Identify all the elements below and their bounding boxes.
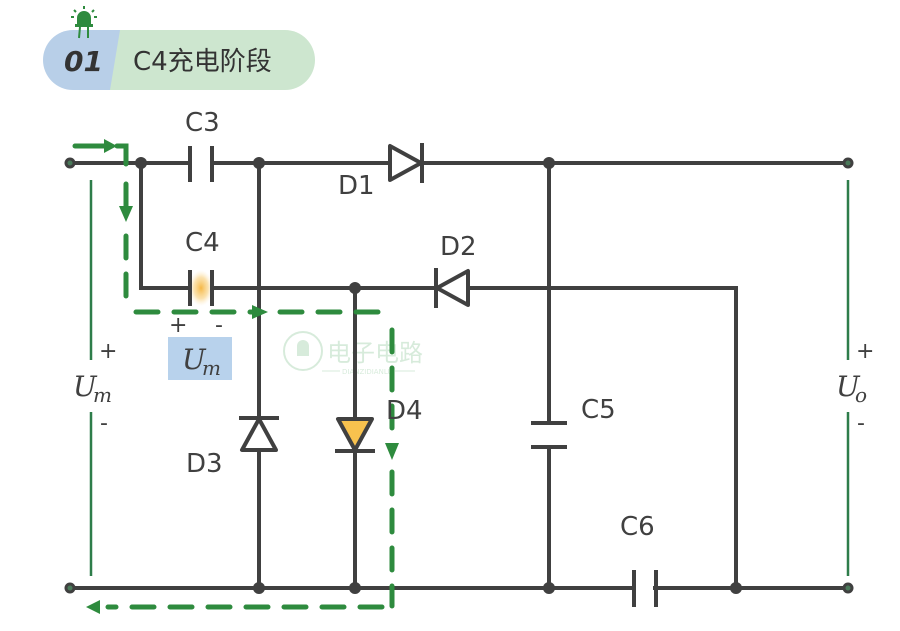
watermark: 电子电路 DIANZIDIANLU bbox=[283, 331, 423, 376]
label-d3: D3 bbox=[186, 449, 223, 479]
badge-background bbox=[58, 30, 315, 90]
arrow-right-icon bbox=[252, 305, 268, 319]
step-badge: 01 C4充电阶段 bbox=[43, 6, 315, 90]
voltage-symbol: U bbox=[73, 370, 98, 403]
watermark-logo-icon bbox=[283, 331, 323, 371]
voltage-subscript: m bbox=[93, 383, 112, 407]
voltage-subscript: m bbox=[202, 356, 221, 380]
junctions bbox=[135, 157, 742, 594]
output-voltage-label: + U o - bbox=[836, 339, 874, 436]
arrow-down-icon bbox=[385, 443, 399, 460]
arrow-down-icon bbox=[119, 206, 133, 222]
capacitor-c3 bbox=[188, 146, 214, 182]
arrow-left-icon bbox=[86, 600, 100, 614]
step-number: 01 bbox=[64, 45, 103, 78]
label-c4: C4 bbox=[185, 228, 220, 258]
label-d2: D2 bbox=[440, 232, 477, 262]
arrow-right-icon bbox=[104, 139, 117, 153]
minus-sign: - bbox=[857, 411, 865, 436]
diode-d1 bbox=[388, 143, 424, 183]
capacitor-c5 bbox=[531, 421, 567, 449]
current-path bbox=[72, 139, 399, 614]
charging-glow bbox=[189, 270, 213, 306]
voltage-symbol: U bbox=[836, 370, 861, 403]
plus-sign: + bbox=[856, 339, 874, 364]
led-icon bbox=[71, 6, 97, 39]
label-d1: D1 bbox=[338, 171, 375, 201]
voltage-symbol: U bbox=[182, 343, 207, 376]
minus-sign: - bbox=[100, 411, 108, 436]
label-c3: C3 bbox=[185, 108, 220, 138]
diode-d3 bbox=[239, 416, 279, 452]
capacitor-c6 bbox=[632, 570, 658, 607]
watermark-subtext: DIANZIDIANLU bbox=[342, 368, 393, 376]
c4-voltage-label: + - U m bbox=[168, 313, 232, 380]
minus-sign: - bbox=[215, 313, 223, 338]
plus-sign: + bbox=[99, 339, 117, 364]
watermark-text: 电子电路 bbox=[327, 339, 423, 367]
capacitor-c4 bbox=[188, 270, 214, 306]
badge-number-background bbox=[43, 30, 120, 90]
label-d4: D4 bbox=[386, 396, 423, 426]
diode-d2 bbox=[434, 268, 470, 308]
voltage-subscript: o bbox=[855, 383, 867, 407]
terminals bbox=[64, 157, 854, 594]
active-diode-body bbox=[336, 417, 374, 452]
label-c5: C5 bbox=[581, 395, 616, 425]
step-title: C4充电阶段 bbox=[133, 47, 272, 77]
label-c6: C6 bbox=[620, 512, 655, 542]
c4-voltage-box bbox=[168, 337, 232, 380]
diode-d4 bbox=[335, 417, 375, 453]
plus-sign: + bbox=[169, 313, 187, 338]
input-voltage-label: + U m - bbox=[73, 339, 117, 436]
